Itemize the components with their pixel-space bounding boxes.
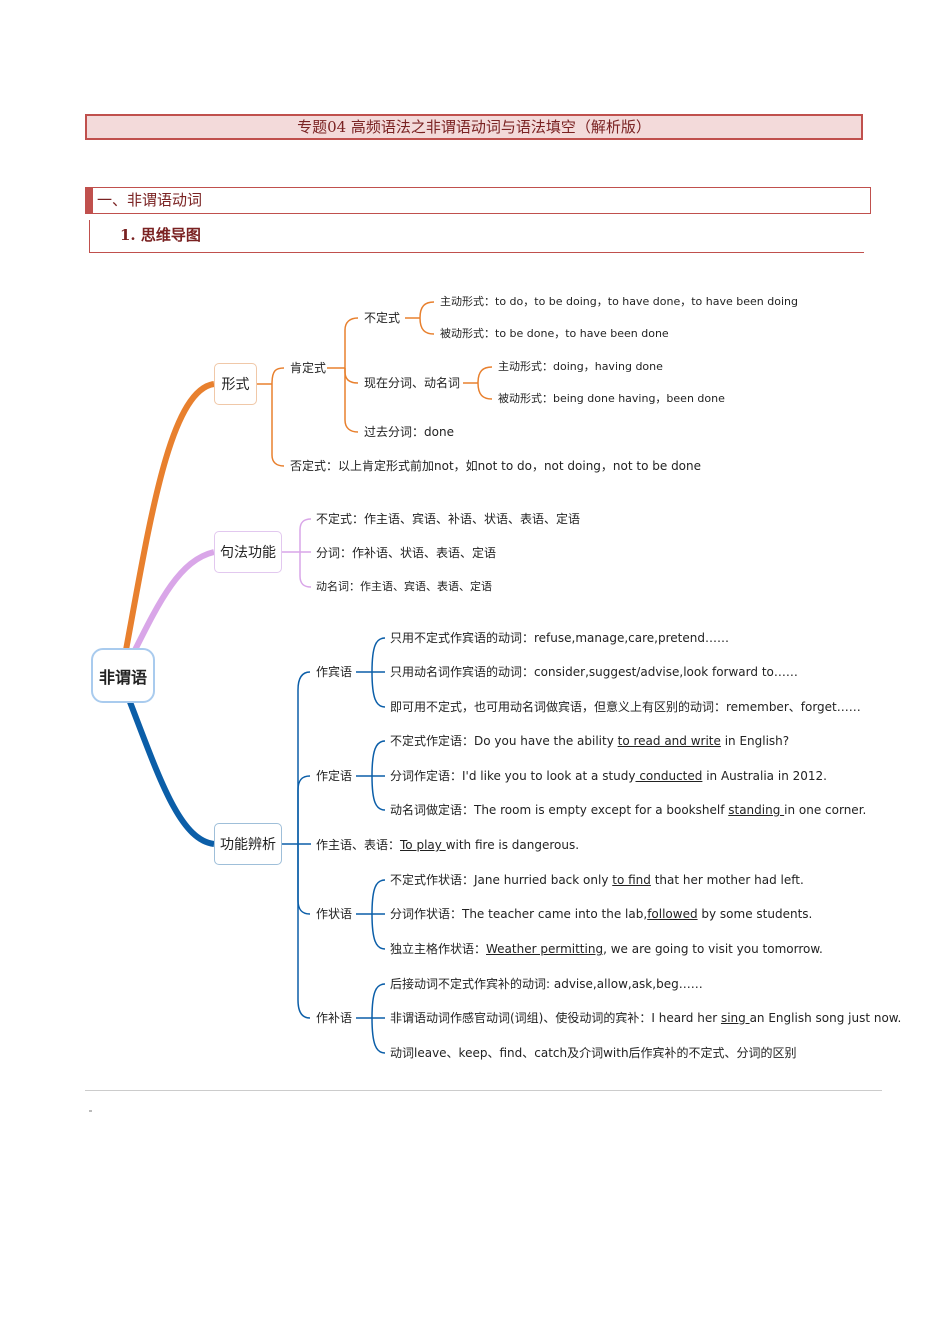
participle-active: 主动形式：doing，having done [498, 360, 663, 373]
syntax-item-participle: 分词：作补语、状语、表语、定语 [316, 546, 497, 560]
attributive-item: 不定式作定语：Do you have the ability to read a… [390, 734, 790, 748]
mindmap-root-node: 非谓语 [91, 648, 155, 703]
adverbial-item: 独立主格作状语：Weather permitting, we are going… [390, 942, 823, 956]
attributive-item: 分词作定语：I'd like you to look at a study co… [390, 769, 827, 783]
negative-form: 否定式：以上肯定形式前加not，如not to do，not doing，not… [290, 459, 702, 473]
syntax-item-gerund: 动名词：作主语、宾语、表语、定语 [316, 580, 492, 593]
infinitive-passive: 被动形式：to be done，to have been done [440, 327, 669, 340]
past-participle: 过去分词：done [364, 425, 454, 439]
subsection-heading: 1. 思维导图 [89, 220, 864, 253]
object-item: 只用不定式作宾语的动词：refuse,manage,care,pretend…… [390, 631, 729, 645]
adverbial-item: 分词作状语：The teacher came into the lab,foll… [390, 907, 813, 921]
attributive-label: 作定语 [316, 769, 353, 783]
infinitive-label: 不定式 [364, 311, 401, 325]
footer-mark [89, 1110, 92, 1112]
complement-item: 动词leave、keep、find、catch及介词with后作宾补的不定式、分… [390, 1046, 797, 1060]
footer-divider [85, 1090, 882, 1091]
object-item: 即可用不定式，也可用动名词做宾语，但意义上有区别的动词：remember、for… [390, 700, 861, 714]
complement-item: 非谓语动词作感官动词(词组)、使役动词的宾补：I heard her sing … [390, 1011, 902, 1025]
subject-item: 作主语、表语：To play with fire is dangerous. [316, 838, 580, 852]
document-title: 专题04 高频语法之非谓语动词与语法填空（解析版） [85, 114, 863, 140]
present-participle-label: 现在分词、动名词 [364, 376, 461, 390]
attributive-item: 动名词做定语：The room is empty except for a bo… [390, 803, 867, 817]
object-item: 只用动名词作宾语的动词：consider,suggest/advise,look… [390, 665, 798, 679]
participle-passive: 被动形式：being done having，been done [498, 392, 725, 405]
adverbial-item: 不定式作状语：Jane hurried back only to find th… [390, 873, 804, 887]
syntax-node: 句法功能 [214, 531, 282, 573]
object-label: 作宾语 [316, 665, 353, 679]
infinitive-active: 主动形式：to do，to be doing，to have done，to h… [440, 295, 798, 308]
complement-item: 后接动词不定式作宾补的动词: advise,allow,ask,beg…… [390, 977, 703, 991]
function-node: 功能辨析 [214, 823, 282, 865]
adverbial-label: 作状语 [316, 907, 353, 921]
complement-label: 作补语 [316, 1011, 353, 1025]
section-heading: 一、非谓语动词 [85, 187, 871, 214]
affirmative-label: 肯定式 [290, 361, 327, 375]
form-node: 形式 [214, 363, 257, 405]
syntax-item-infinitive: 不定式：作主语、宾语、补语、状语、表语、定语 [316, 512, 581, 526]
